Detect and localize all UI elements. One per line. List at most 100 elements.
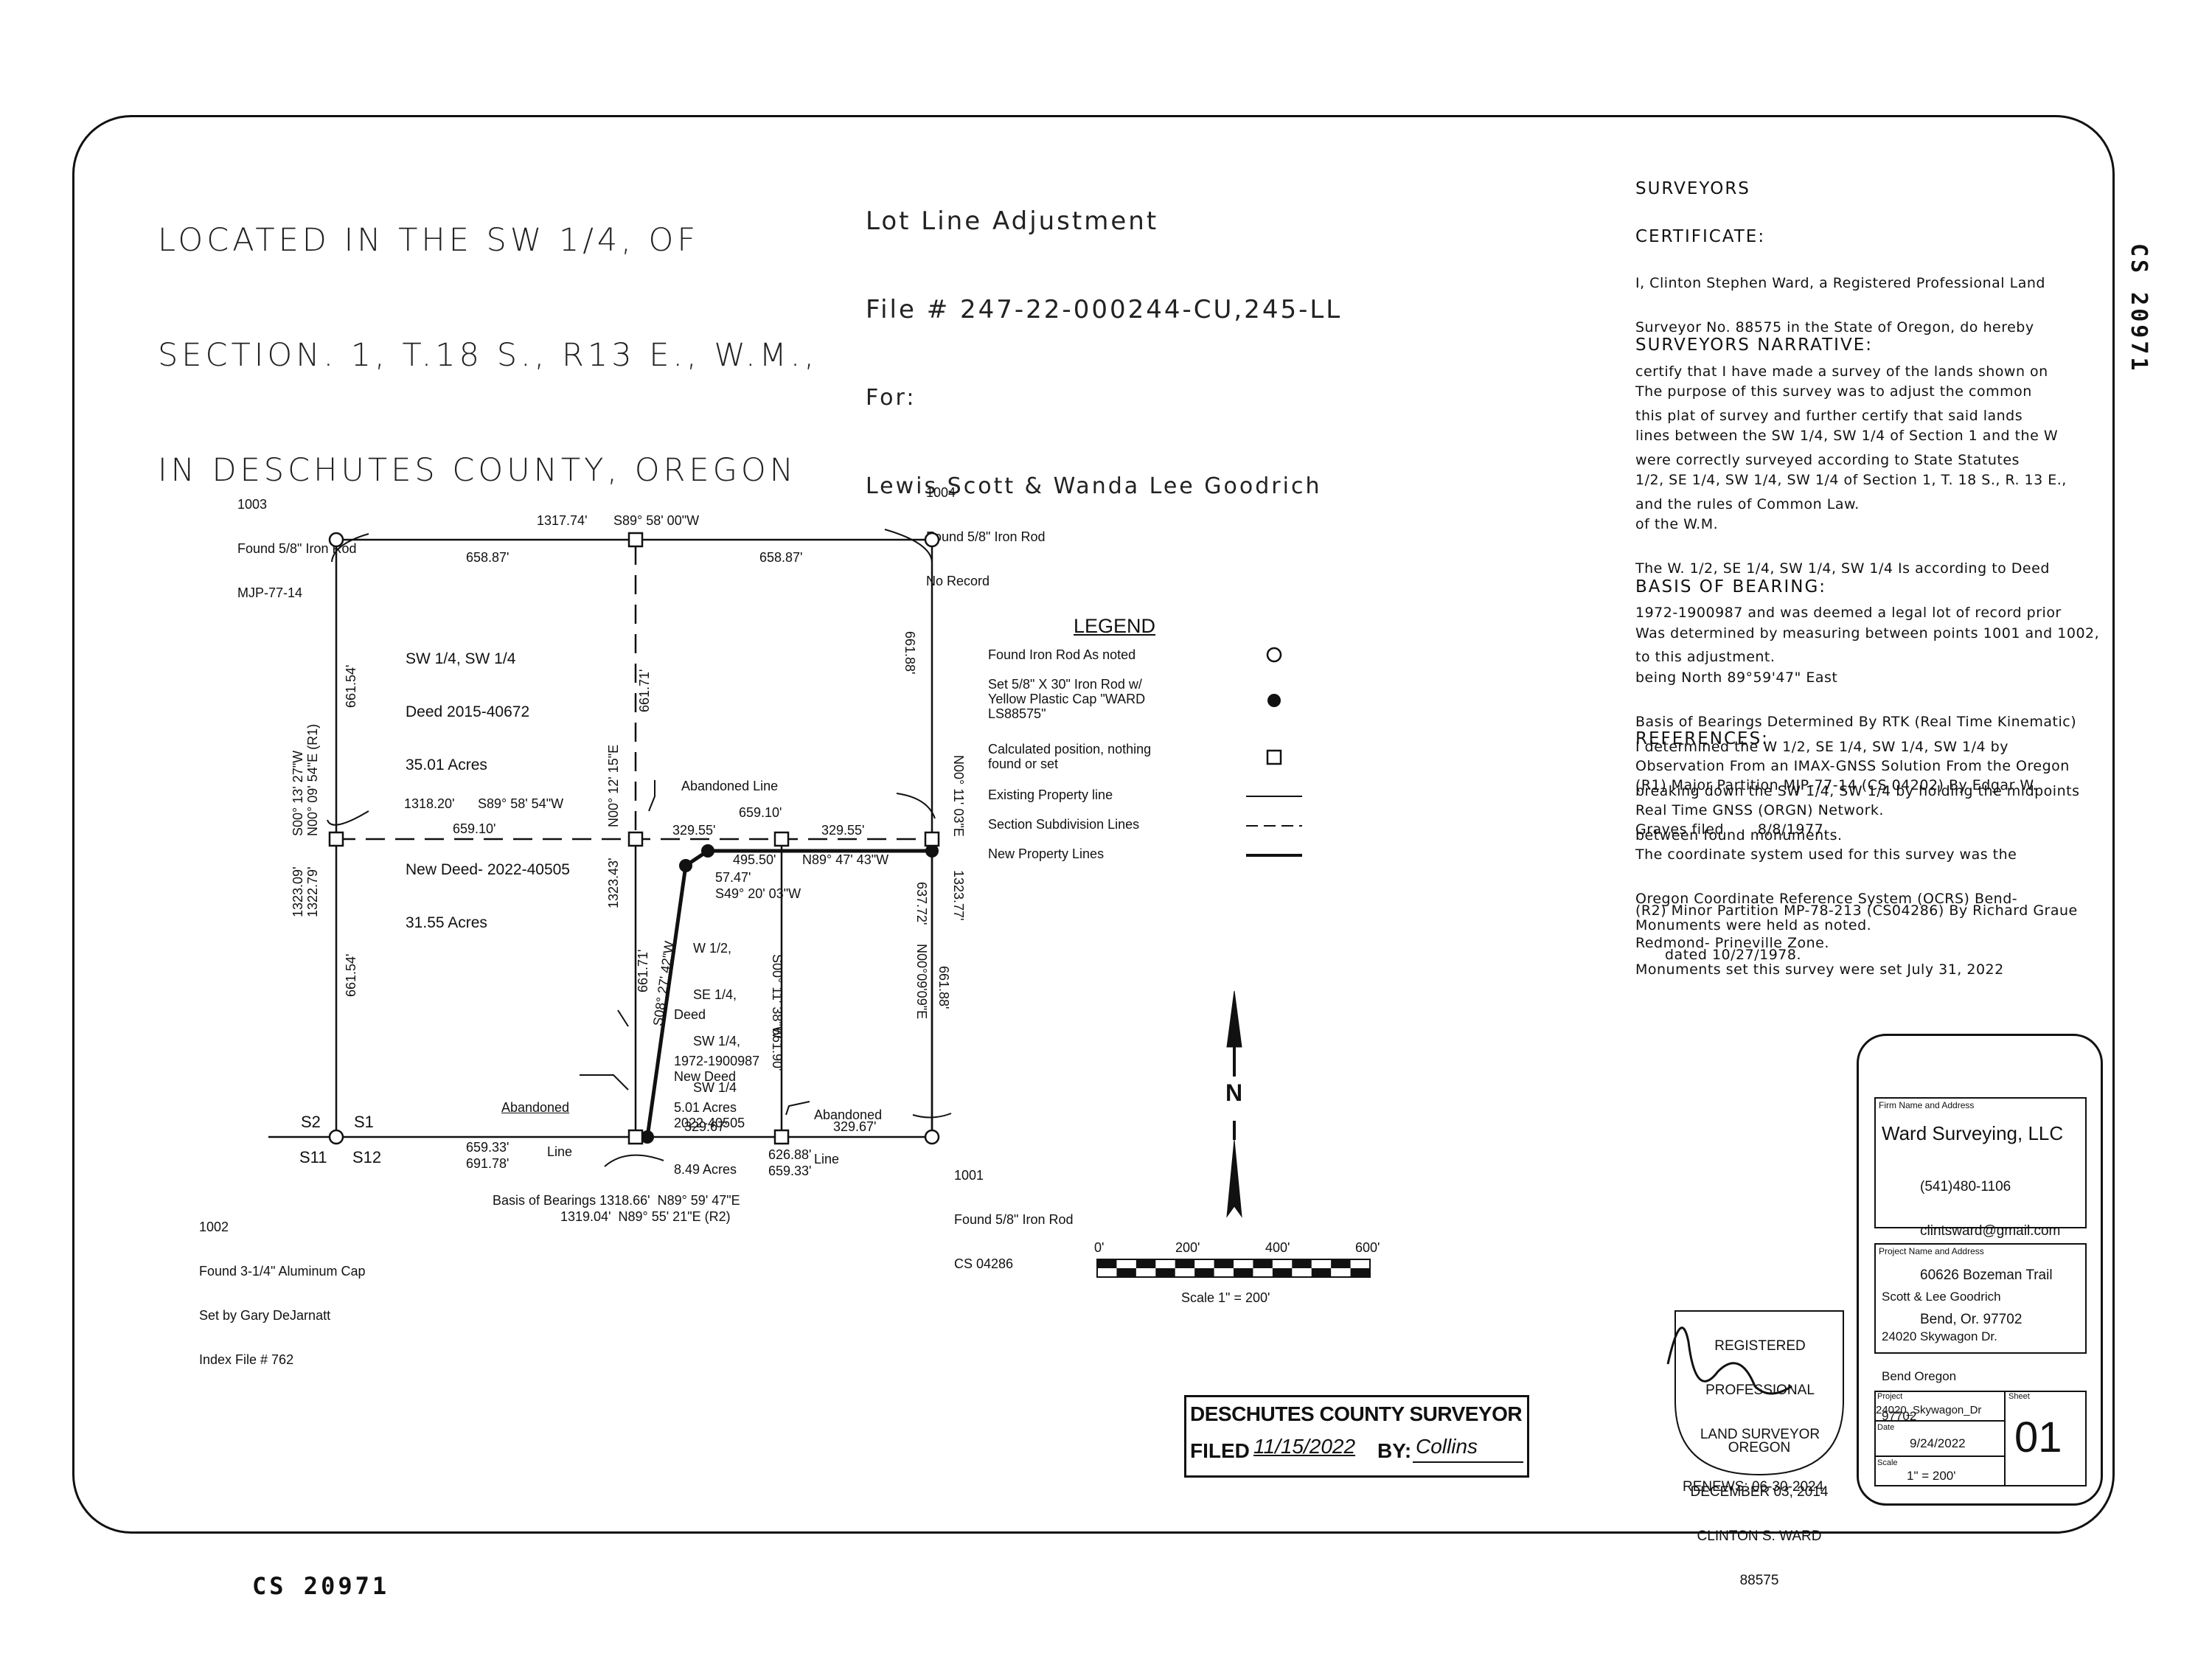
- certificate-heading-2: CERTIFICATE:: [1635, 227, 1766, 246]
- abandoned-line-label-3: Abandoned Line: [814, 1078, 882, 1181]
- project-zip: 97702: [1882, 1409, 1917, 1423]
- filed-by-name: Collins: [1416, 1435, 1478, 1458]
- title-block: [1857, 1034, 2103, 1506]
- deed-old-label: Deed 1972-1900987 5.01 Acres: [674, 976, 759, 1131]
- point-ref: CS 04286: [954, 1256, 1014, 1271]
- info-divider-v: [2004, 1391, 2006, 1486]
- firm-box: [1874, 1097, 2087, 1228]
- project-header: Lot Line Adjustment File # 247-22-000244…: [866, 147, 1342, 531]
- legend-item-found-rod: Found Iron Rod As noted: [988, 647, 1136, 662]
- filed-date: 11/15/2022: [1253, 1435, 1356, 1458]
- line-word: Line: [814, 1152, 840, 1166]
- parcel-sw-label: SW 1/4, SW 1/4 Deed 2015-40672 35.01 Acr…: [406, 615, 570, 950]
- parcel-acres: 35.01 Acres: [406, 757, 487, 773]
- project-box: [1874, 1243, 2087, 1354]
- point-id: 1001: [954, 1168, 984, 1183]
- bottom-right-distance-b: 659.33': [768, 1164, 812, 1178]
- mid-quarter-2: 329.55': [821, 823, 865, 838]
- parcel-line: SW 1/4,: [693, 1034, 741, 1048]
- header-line-1: Lot Line Adjustment: [866, 206, 1159, 236]
- references: REFERENCES: (R1) Major Partition MJP-77-…: [1635, 700, 2078, 977]
- new-line-bearing: N89° 47' 43"W: [802, 852, 889, 867]
- bearing-line: Basis of Bearings Determined By RTK (Rea…: [1635, 714, 2077, 730]
- firm-phone: (541)480-1106: [1920, 1179, 2011, 1194]
- scale-tick-400: 400': [1265, 1240, 1290, 1255]
- filed-label: FILED: [1190, 1439, 1250, 1462]
- firm-name: Ward Surveying, LLC: [1882, 1122, 2064, 1144]
- date-value: 9/24/2022: [1910, 1436, 1966, 1450]
- narrative-line: between found monuments.: [1635, 827, 1843, 844]
- narrative-line: The purpose of this survey was to adjust…: [1635, 383, 2032, 400]
- legend-item-subdivision-line: Section Subdivision Lines: [988, 817, 1140, 832]
- line-word: Line: [547, 1144, 573, 1159]
- stamp-details: OREGON DECEMBER 03, 2014 CLINTON S. WARD…: [1675, 1411, 1843, 1603]
- abandoned-word: Abandoned: [501, 1100, 570, 1115]
- stamp-line: LAND SURVEYOR: [1700, 1427, 1820, 1442]
- stamp-line: DECEMBER 03, 2014: [1690, 1484, 1829, 1500]
- legend-item-existing-line: Existing Property line: [988, 787, 1113, 802]
- bearing-line: Was determined by measuring between poin…: [1635, 625, 2100, 641]
- project-city: Bend Oregon: [1882, 1369, 1957, 1383]
- reference-line: (R1) Major Partition MJP-77-14 (CS 04202…: [1635, 777, 2038, 793]
- proj-label: Project: [1877, 1392, 1903, 1401]
- mid-left-segment: 659.10': [453, 821, 496, 836]
- section-s11: S11: [299, 1148, 327, 1166]
- certificate-line: this plat of survey and further certify …: [1635, 408, 2023, 424]
- scale-label: Scale 1" = 200': [1181, 1290, 1270, 1305]
- reference-line: dated 10/27/1978.: [1665, 947, 1801, 963]
- new-line-distance: 495.50': [733, 852, 776, 867]
- mid-right-segment: 659.10': [739, 805, 782, 820]
- surveyor-certificate: SURVEYORS CERTIFICATE: I, Clinton Stephe…: [1635, 150, 2048, 526]
- parcel-line: 8.49 Acres: [674, 1162, 737, 1177]
- narrative-line: breaking down the SW 1/4, SW 1/4 by hold…: [1635, 783, 2080, 799]
- header-line-3: For:: [866, 385, 917, 411]
- firm-email: clintsward@gmail.com: [1920, 1223, 2061, 1239]
- point-ref: MJP-77-14: [237, 585, 303, 600]
- bearing-line: Observation From an IMAX-GNSS Solution F…: [1635, 758, 2070, 774]
- scale-label-tb: Scale: [1877, 1458, 1898, 1467]
- bearing-line: Redmond- Prineville Zone.: [1635, 935, 1829, 951]
- parcel-deed: Deed 2015-40672: [406, 703, 530, 720]
- section-s12: S12: [352, 1148, 382, 1166]
- filed-by-label: BY:: [1377, 1439, 1412, 1462]
- point-desc: Found 3-1/4" Aluminum Cap: [199, 1264, 366, 1279]
- parcel-name: SW 1/4, SW 1/4: [406, 650, 516, 667]
- bearing-line: The coordinate system used for this surv…: [1635, 846, 2017, 863]
- top-left-segment: 658.87': [466, 550, 509, 565]
- parcel-line: 5.01 Acres: [674, 1100, 737, 1115]
- stamp-line: REGISTERED: [1714, 1338, 1806, 1354]
- basis-of-bearing: BASIS OF BEARING: Was determined by meas…: [1635, 549, 2099, 965]
- narrative-line: Monuments set this survey were set July …: [1635, 961, 2004, 978]
- diag-short-bearing: S49° 20' 03"W: [715, 886, 801, 901]
- certificate-line: and the rules of Common Law.: [1635, 496, 1860, 512]
- location-line-3: IN DESCHUTES COUNTY, OREGON: [158, 452, 797, 489]
- sheet-label: Sheet: [2008, 1392, 2030, 1401]
- stamp-line: CLINTON S. WARD: [1697, 1528, 1822, 1544]
- point-ref: Index File # 762: [199, 1352, 294, 1367]
- info-box: [1874, 1391, 2087, 1486]
- top-line-bearing: S89° 58' 00"W: [613, 513, 700, 528]
- location-line-2: SECTION. 1, T.18 S., R13 E., W.M.,: [158, 337, 818, 374]
- stamp-line: 88575: [1739, 1573, 1779, 1588]
- certificate-line: were correctly surveyed according to Sta…: [1635, 452, 2020, 468]
- bottom-quarter-2: 329.67': [833, 1119, 877, 1134]
- narrative-line: Monuments were held as noted.: [1635, 917, 1872, 933]
- basis-of-bearings-line-2: 1319.04' N89° 55' 21"E (R2): [560, 1209, 731, 1224]
- info-divider-h2: [1874, 1455, 2004, 1457]
- narrative-heading: SURVEYORS NARRATIVE:: [1635, 335, 1873, 355]
- stamp-line: PROFESSIONAL: [1705, 1382, 1815, 1398]
- narrative-line: to this adjustment.: [1635, 649, 1775, 665]
- w-half-parcel-label: W 1/2, SE 1/4, SW 1/4, SW 1/4: [693, 910, 740, 1111]
- header-line-4: Lewis Scott & Wanda Lee Goodrich: [866, 473, 1322, 499]
- basis-of-bearings-line-1: Basis of Bearings 1318.66' N89° 59' 47"E: [493, 1193, 740, 1208]
- narrative-line: I determined the W 1/2, SE 1/4, SW 1/4, …: [1635, 739, 2008, 755]
- firm-label: Firm Name and Address: [1879, 1100, 1975, 1110]
- project-client: Scott & Lee Goodrich: [1882, 1290, 2001, 1304]
- parcel-new-acres: 31.55 Acres: [406, 914, 487, 931]
- filed-title: DESCHUTES COUNTY SURVEYOR: [1190, 1402, 1523, 1425]
- point-desc: Found 5/8" Iron Rod: [954, 1212, 1074, 1227]
- parcel-line: 1972-1900987: [674, 1054, 760, 1068]
- bottom-quarter-1: 329.67': [684, 1119, 728, 1134]
- narrative-line: lines between the SW 1/4, SW 1/4 of Sect…: [1635, 428, 2059, 444]
- point-id: 1002: [199, 1220, 229, 1234]
